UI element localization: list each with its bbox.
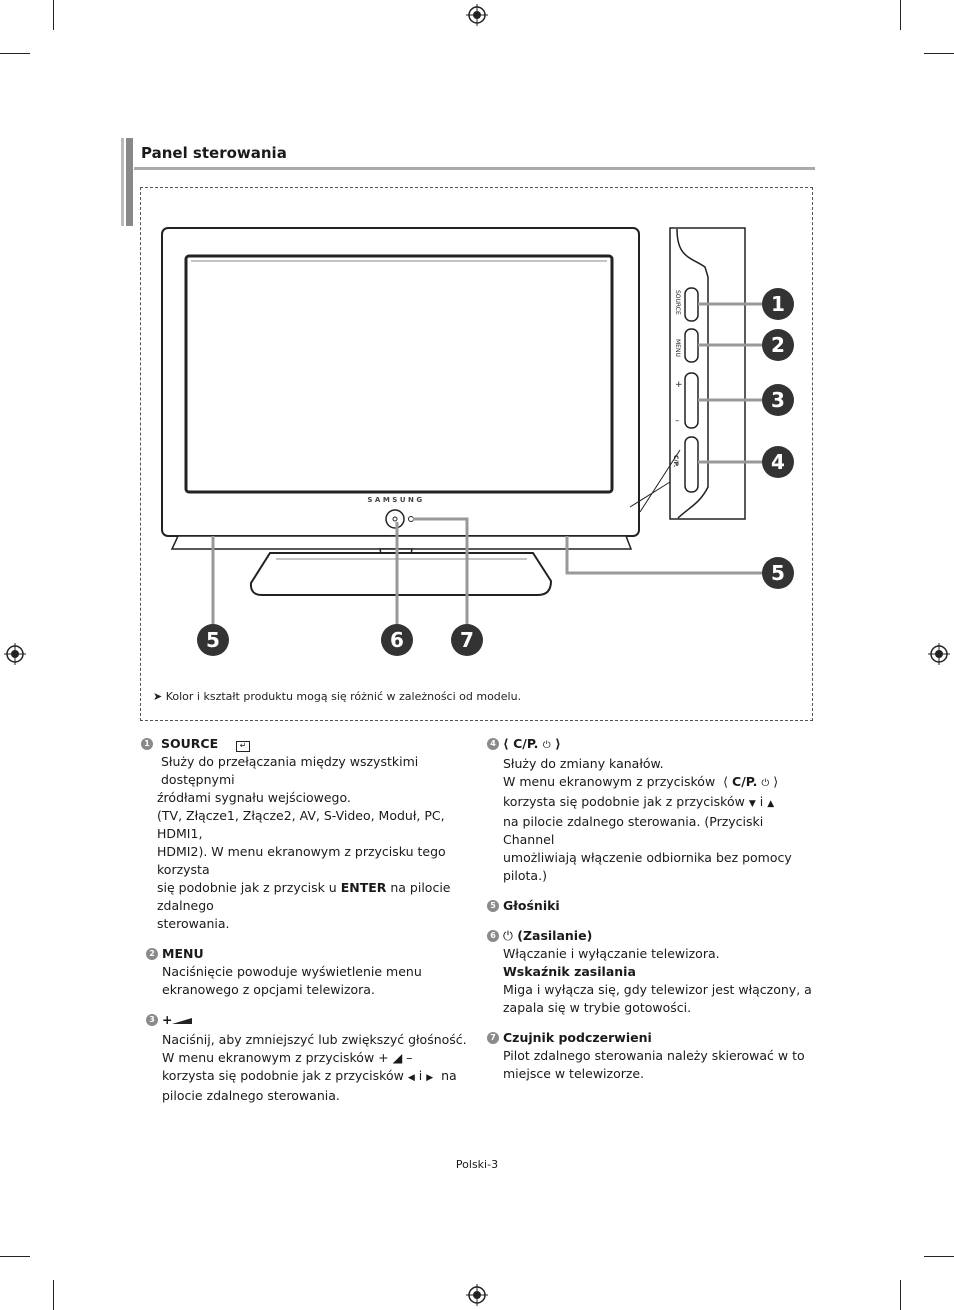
figure-note: ➤ Kolor i kształt produktu mogą się różn… xyxy=(153,690,522,703)
item-title: SOURCE xyxy=(161,736,219,751)
item-title: MENU xyxy=(162,946,204,961)
section-side-bar xyxy=(121,138,133,226)
side-label-source: SOURCE xyxy=(674,290,681,315)
callout-5-left: 5 xyxy=(206,628,220,652)
item-title: ⏻ (Zasilanie) xyxy=(503,928,593,943)
left-arrow-icon: ◀ xyxy=(407,1073,415,1083)
side-label-menu: MENU xyxy=(674,339,681,357)
crop-mark xyxy=(900,1280,901,1310)
crop-mark xyxy=(924,53,954,54)
callout-5-right: 5 xyxy=(771,561,785,585)
down-arrow-icon: ▼ xyxy=(748,799,756,809)
chevron-right-icon: ⟩ xyxy=(773,774,779,789)
source-icon: ↵ xyxy=(236,741,251,752)
brand-logo: SAMSUNG xyxy=(367,496,424,504)
item-title: Głośniki xyxy=(503,898,560,913)
figure-frame xyxy=(140,187,813,721)
arrow-icon: ➤ xyxy=(153,690,163,703)
right-arrow-icon: ▶ xyxy=(426,1073,434,1083)
item-title: ⟨ C/P. ⏻ ⟩ xyxy=(503,736,561,751)
title-divider xyxy=(134,167,815,170)
section-title: Panel sterowania xyxy=(141,144,287,162)
left-column: 1 SOURCE ↵ Służy do przełączania między … xyxy=(141,735,477,1117)
crop-mark xyxy=(924,1256,954,1257)
item-channel: 4 ⟨ C/P. ⏻ ⟩ Służy do zmiany kanałów. W … xyxy=(487,735,813,885)
side-label-plus: + xyxy=(675,380,683,390)
callout-4: 4 xyxy=(771,450,785,474)
item-power: 6 ⏻ (Zasilanie) Włączanie i wyłączanie t… xyxy=(487,927,813,1017)
callout-3: 3 xyxy=(771,388,785,412)
item-number: 1 xyxy=(141,738,153,750)
page-footer: Polski-3 xyxy=(455,1158,499,1171)
item-menu: 2 MENU Naciśnięcie powoduje wyświetlenie… xyxy=(146,945,477,999)
tv-illustration: SAMSUNG SOURCE MENU + – C/P. 1 2 3 4 5 5… xyxy=(161,227,794,656)
crop-mark xyxy=(53,0,54,30)
item-number: 7 xyxy=(487,1032,499,1044)
registration-mark-icon xyxy=(466,1284,488,1306)
side-label-minus: – xyxy=(675,416,680,426)
crop-mark xyxy=(53,1280,54,1310)
callout-7: 7 xyxy=(460,628,474,652)
callout-1: 1 xyxy=(771,292,785,316)
power-icon: ⏻ xyxy=(761,778,770,789)
power-icon: ⏻ xyxy=(542,740,551,751)
callout-2: 2 xyxy=(771,333,785,357)
item-speakers: 5 Głośniki xyxy=(487,897,813,915)
item-source: 1 SOURCE ↵ Służy do przełączania między … xyxy=(141,735,477,933)
chevron-left-icon: ⟨ xyxy=(503,736,509,751)
item-title: + – xyxy=(162,1012,193,1027)
item-number: 6 xyxy=(487,930,499,942)
registration-mark-icon xyxy=(928,643,950,665)
volume-wedge-icon xyxy=(172,1017,193,1024)
callout-6: 6 xyxy=(390,628,404,652)
right-column: 4 ⟨ C/P. ⏻ ⟩ Służy do zmiany kanałów. W … xyxy=(487,735,813,1095)
item-number: 5 xyxy=(487,900,499,912)
chevron-right-icon: ⟩ xyxy=(555,736,561,751)
item-number: 4 xyxy=(487,738,499,750)
item-title: Czujnik podczerwieni xyxy=(503,1030,652,1045)
chevron-left-icon: ⟨ xyxy=(723,774,729,789)
side-label-chan: C/P. xyxy=(672,455,679,467)
registration-mark-icon xyxy=(466,4,488,26)
registration-mark-icon xyxy=(4,643,26,665)
up-arrow-icon: ▲ xyxy=(767,799,775,809)
item-number: 2 xyxy=(146,948,158,960)
item-volume: 3 + – Naciśnij, aby zmniejszyć lub zwięk… xyxy=(146,1011,477,1105)
power-icon: ⏻ xyxy=(503,928,513,943)
crop-mark xyxy=(900,0,901,30)
crop-mark xyxy=(0,53,30,54)
item-number: 3 xyxy=(146,1014,158,1026)
crop-mark xyxy=(0,1256,30,1257)
item-ir-sensor: 7 Czujnik podczerwieni Pilot zdalnego st… xyxy=(487,1029,813,1083)
volume-plus-minus-icon: + ◢ – xyxy=(378,1050,413,1065)
